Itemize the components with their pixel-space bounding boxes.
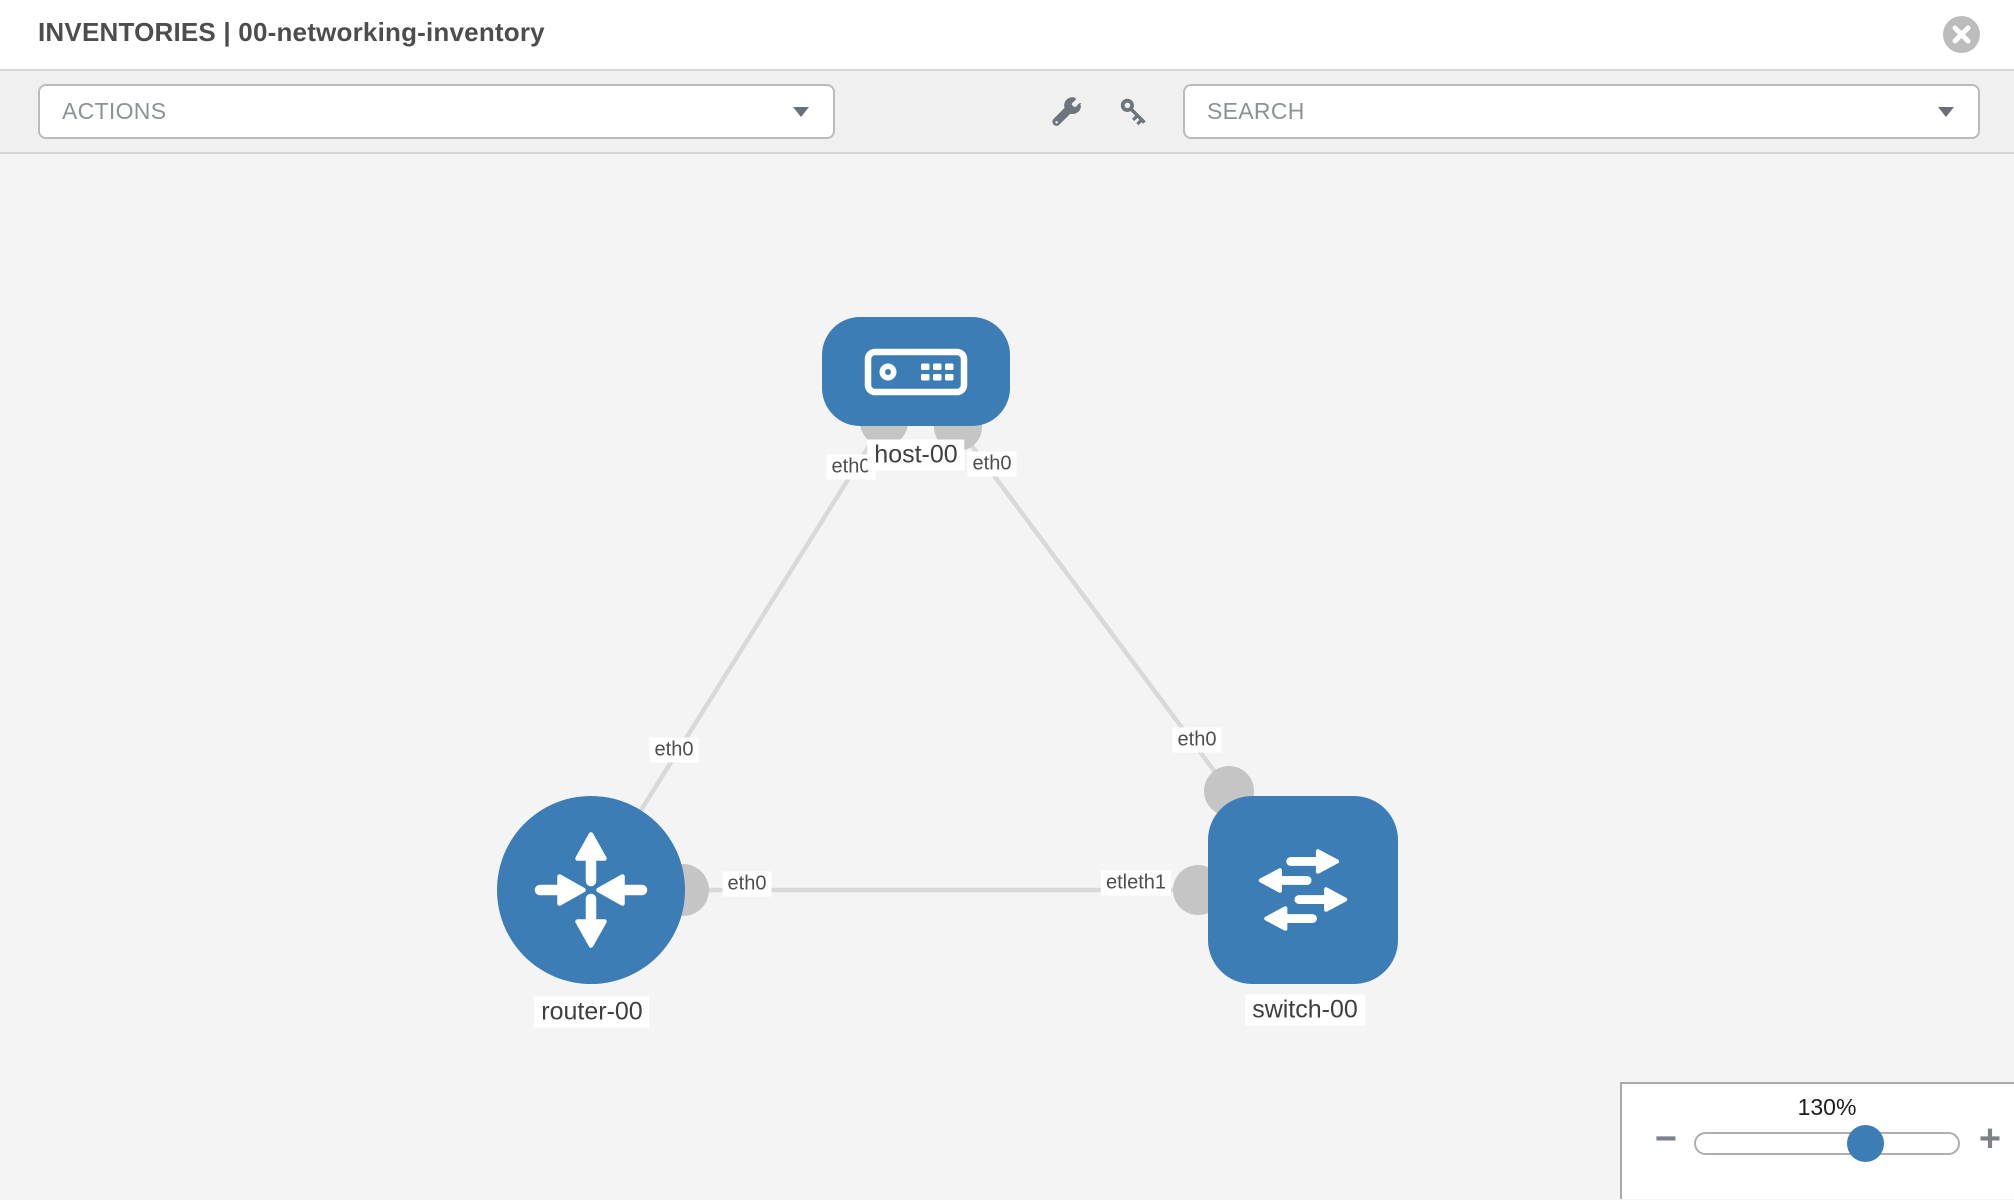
zoom-out-button[interactable]: − — [1646, 1117, 1686, 1161]
router-icon — [534, 832, 648, 948]
zoom-slider-track[interactable] — [1694, 1132, 1960, 1155]
interface-label: eth0 — [967, 451, 1017, 477]
node-label-host-00: host-00 — [867, 439, 965, 471]
topology-canvas[interactable]: eth0 eth0 eth0 eth0 eth0 etleth1 host-00… — [0, 154, 2014, 1199]
zoom-level-value: 130% — [1797, 1094, 1857, 1120]
node-router-00[interactable] — [497, 796, 685, 984]
actions-dropdown[interactable]: ACTIONS — [38, 84, 835, 139]
wrench-icon[interactable] — [1050, 95, 1084, 129]
switch-icon — [1258, 849, 1348, 931]
close-button[interactable] — [1943, 16, 1980, 53]
node-label-switch-00: switch-00 — [1245, 994, 1365, 1026]
chevron-down-icon — [1938, 106, 1954, 117]
interface-label: etleth1 — [1100, 870, 1172, 896]
search-dropdown-label: SEARCH — [1207, 98, 1305, 124]
interface-label: eth0 — [1172, 727, 1222, 753]
host-icon — [864, 348, 968, 395]
toolbar: ACTIONS SEARCH — [0, 71, 2014, 154]
zoom-slider-thumb[interactable] — [1847, 1125, 1884, 1162]
node-host-00[interactable] — [822, 317, 1010, 426]
page-title: INVENTORIES | 00-networking-inventory — [38, 17, 545, 47]
header: INVENTORIES | 00-networking-inventory — [0, 0, 2014, 71]
zoom-in-button[interactable]: + — [1970, 1117, 2010, 1161]
close-icon — [1943, 16, 1980, 53]
topology-links-layer — [589, 369, 1305, 916]
actions-dropdown-label: ACTIONS — [62, 98, 167, 124]
node-switch-00[interactable] — [1208, 796, 1398, 984]
node-label-router-00: router-00 — [534, 996, 650, 1028]
chevron-down-icon — [793, 106, 809, 117]
interface-label: eth0 — [649, 737, 699, 763]
key-icon[interactable] — [1117, 95, 1151, 129]
search-dropdown[interactable]: SEARCH — [1183, 84, 1980, 139]
zoom-control-panel: 130% − + — [1620, 1082, 2014, 1199]
interface-label: eth0 — [722, 871, 772, 897]
